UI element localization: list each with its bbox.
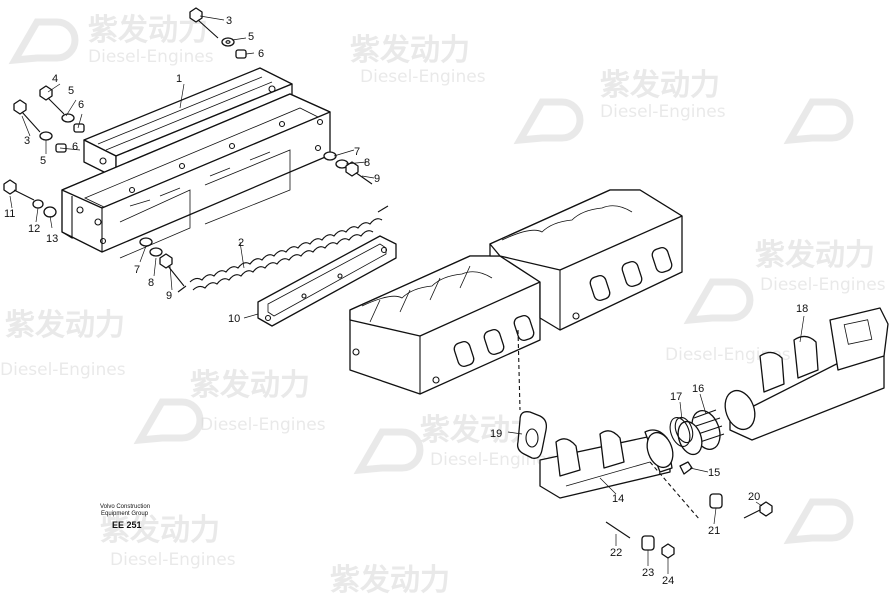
callout-label: 3: [226, 15, 232, 27]
callout-label: 15: [708, 467, 720, 479]
callout-label: 11: [4, 208, 15, 220]
callout-label: 21: [708, 525, 720, 537]
watermark-en: Diesel-Engines: [360, 67, 486, 87]
callout-label: 4: [52, 73, 58, 85]
part-exhaust-manifold-front: [539, 429, 674, 499]
bolt-icon: [159, 253, 185, 287]
callout-label: 8: [148, 277, 154, 289]
part-exhaust-gasket: [516, 411, 548, 459]
callout-label: 18: [796, 303, 808, 315]
watermark-en: Diesel-Engines: [430, 450, 556, 470]
washer-icon: [149, 247, 163, 257]
part-bellows: [677, 409, 725, 456]
part-exhaust-manifold-rear: [724, 307, 889, 441]
bolt-icon: [189, 7, 219, 39]
callout-label: 7: [354, 146, 360, 158]
watermark-cn: 紫发动力: [330, 563, 450, 597]
bolt-icon: [39, 85, 65, 115]
plug-icon: [679, 461, 693, 475]
credit-block: Volvo Construction Equipment Group EE 25…: [100, 504, 150, 530]
credit-line-2: Equipment Group: [101, 511, 149, 517]
part-seal-ring: [669, 416, 694, 447]
callout-label: 12: [28, 223, 40, 235]
callout-label: 5: [248, 31, 254, 43]
bushing-icon: [43, 206, 57, 218]
callout-label: 9: [374, 173, 380, 185]
bushing-icon: [235, 49, 247, 59]
spacer-icon: [641, 535, 655, 551]
watermark-en: Diesel-Engines: [88, 47, 214, 67]
callout-label: 7: [134, 264, 140, 276]
leader-lines: [9, 15, 805, 574]
callout-label: 6: [258, 48, 264, 60]
part-cylinder-head-front: [349, 255, 541, 395]
watermark-en: Diesel-Engines: [600, 102, 726, 122]
callout-label: 24: [662, 575, 674, 587]
part-heater-coil: [177, 205, 389, 293]
callout-label: 6: [78, 99, 84, 111]
part-cylinder-head-rear: [489, 189, 683, 331]
nut-icon: [661, 543, 675, 559]
watermark-cn: 紫发动力: [5, 308, 125, 343]
bolt-icon: [13, 99, 41, 133]
callout-label: 5: [40, 155, 46, 167]
callout-label: 14: [612, 493, 624, 505]
bolt-icon: [743, 501, 773, 519]
callout-labels: 1 2 3 3 4 5 5 5 6 6 6 7 7 8 8 9 9 10 11 …: [4, 15, 808, 587]
watermark-cn: 紫发动力: [100, 513, 220, 548]
callout-label: 16: [692, 383, 704, 395]
bushing-icon: [323, 151, 337, 161]
callout-label: 5: [68, 85, 74, 97]
callout-label: 10: [228, 313, 240, 325]
sleeve-icon: [709, 493, 723, 509]
stud-icon: [605, 521, 631, 539]
washer-icon: [32, 199, 44, 209]
watermark-en: Diesel-Engines: [665, 345, 791, 365]
watermark-en: Diesel-Engines: [200, 415, 326, 435]
watermark-cn: 紫发动力: [755, 238, 875, 273]
washer-icon: [61, 113, 75, 123]
watermark-en: Diesel-Engines: [760, 275, 886, 295]
callout-label: 9: [166, 290, 172, 302]
callout-label: 2: [238, 237, 244, 249]
watermark-cn: 紫发动力: [600, 68, 720, 103]
callout-label: 22: [610, 547, 622, 559]
watermark-cn: 紫发动力: [88, 13, 208, 48]
watermark-cn: 紫发动力: [350, 33, 470, 68]
callout-label: 23: [642, 567, 654, 579]
callout-label: 6: [72, 141, 78, 153]
part-gasket: [257, 235, 397, 327]
watermark-cn: 紫发动力: [190, 368, 310, 403]
watermark-en: Diesel-Engines: [0, 360, 126, 380]
watermark-logo-icon: [8, 18, 854, 545]
callout-label: 19: [490, 428, 502, 440]
drawing-code: EE 251: [112, 520, 142, 530]
bushing-icon: [139, 237, 153, 247]
washer-icon: [221, 37, 235, 47]
callout-label: 8: [364, 157, 370, 169]
callout-label: 13: [46, 233, 58, 245]
callout-label: 17: [670, 391, 682, 403]
callout-label: 1: [176, 73, 182, 85]
washer-icon: [39, 131, 53, 141]
bolt-icon: [345, 161, 373, 185]
callout-label: 20: [748, 491, 760, 503]
watermark-en: Diesel-Engines: [110, 550, 236, 570]
callout-label: 3: [24, 135, 30, 147]
bolt-icon: [3, 179, 35, 201]
credit-line-1: Volvo Construction: [100, 504, 150, 510]
